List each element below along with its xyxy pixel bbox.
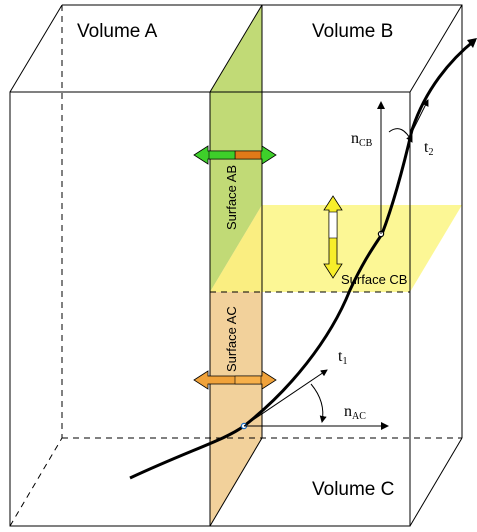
n-ac-label: nAC (344, 403, 366, 422)
volume-c-label: Volume C (312, 479, 394, 500)
surface-cb-double-arrow (323, 195, 343, 279)
box-edge-top-right (409, 4, 463, 93)
trajectory-arrowhead (467, 38, 477, 48)
surface-ab-double-arrow (193, 145, 277, 165)
angle-arc-ac (310, 383, 327, 423)
t1-label: t1 (338, 348, 347, 367)
surface-cb-label: Surface CB (341, 272, 407, 287)
surface-ab-label: Surface AB (224, 165, 239, 230)
box-edge-top-left (9, 4, 63, 93)
surface-ac-double-arrow (193, 370, 277, 390)
n-cb-label: nCB (351, 130, 373, 149)
surface-ac-label: Surface AC (224, 306, 239, 372)
interface-plane-edges (209, 4, 263, 527)
volume-b-label: Volume B (312, 21, 393, 42)
trajectory-curve (129, 38, 476, 480)
volume-a-label: Volume A (77, 21, 158, 42)
surface-ab-plane (210, 5, 262, 292)
tangent-t2-arrow (411, 99, 429, 133)
tangent-t1-arrow (243, 369, 328, 427)
box-edge-bottom-right (409, 437, 463, 527)
angle-arc-cb (388, 128, 413, 143)
t2-label: t2 (424, 139, 433, 158)
